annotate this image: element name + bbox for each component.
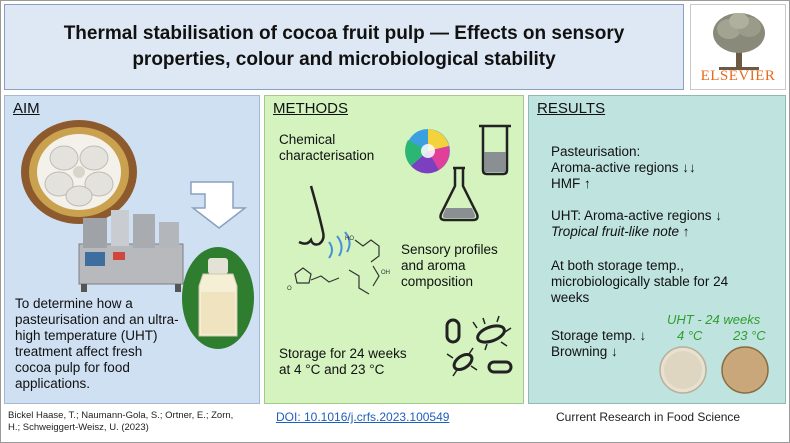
methods-panel: METHODS Chemical characterisation [264,95,524,404]
authors-line: H.; Schweiggert-Weisz, U. (2023) [8,422,149,433]
page-title: Thermal stabilisation of cocoa fruit pul… [44,21,645,73]
sensory-line: Sensory profiles [401,242,498,257]
uht-line: UHT: Aroma-active regions ↓ [551,208,723,223]
nose-icon [298,185,351,259]
results-panel: RESULTS Pasteurisation: Aroma-active reg… [528,95,786,404]
svg-text:OH: OH [381,270,390,276]
sensory-line: composition [401,274,474,289]
pulp-bottle-image [182,247,254,349]
svg-text:O: O [287,286,292,292]
uht-24-weeks-label: UHT - 24 weeks [667,312,761,327]
stability-line: microbiologically stable for 24 [551,274,729,289]
stability-line: At both storage temp., [551,258,684,273]
journal-name: Current Research in Food Science [556,410,741,424]
arrow-down-icon [190,181,248,229]
stability-line: weeks [551,290,590,305]
past-line: Aroma-active regions ↓↓ [551,160,696,175]
elsevier-tree-icon [713,13,765,70]
temp-line: Storage temp. ↓ [551,328,647,343]
aim-line: cocoa pulp for food [15,360,130,375]
processing-plant-image [78,210,184,292]
authors-citation: Bickel Haase, T.; Naumann-Gola, S.; Ortn… [8,410,258,434]
chem-line: Chemical [279,132,336,147]
title-line-1: Thermal stabilisation of cocoa fruit pul… [63,23,625,44]
aim-line: pasteurisation and an ultra- [15,312,179,327]
aim-text: To determine how a pasteurisation and an… [15,296,179,392]
aim-line: treatment affect fresh [15,344,143,359]
publisher-logo: ELSEVIER [690,4,786,90]
methods-heading: METHODS [273,100,348,117]
browning-results: Storage temp. ↓ Browning ↓ [551,328,646,360]
uht-line-italic: Tropical fruit-like note ↑ [551,224,690,239]
storage-method-line: at 4 °C and 23 °C [279,362,385,377]
aim-line: applications. [15,376,91,391]
svg-text:HO: HO [345,236,354,242]
temp-23-label: 23 °C [733,328,766,343]
aim-panel: AIM To determine how a pa [4,95,260,404]
past-line: Pasteurisation: [551,144,641,159]
temp-4-label: 4 °C [677,328,703,343]
color-wheel-icon [405,129,450,174]
sensory-line: and aroma [401,258,466,273]
storage-method-label: Storage for 24 weeks at 4 °C and 23 °C [279,346,407,378]
authors-line: Bickel Haase, T.; Naumann-Gola, S.; Ortn… [8,410,234,421]
sample-dish-icon [659,346,707,394]
aim-heading: AIM [13,100,40,117]
chemical-characterisation-label: Chemical characterisation [279,132,374,164]
uht-results: UHT: Aroma-active regions ↓ Tropical fru… [551,208,722,240]
flask-icon [439,166,479,222]
cocoa-fruit-image [21,120,137,224]
results-heading: RESULTS [537,100,606,117]
storage-stability-results: At both storage temp., microbiologically… [551,258,728,306]
sample-dish-icon [721,346,769,394]
pasteurisation-results: Pasteurisation: Aroma-active regions ↓↓ … [551,144,696,192]
chem-line: characterisation [279,148,375,163]
sensory-profiles-label: Sensory profiles and aroma composition [401,242,498,290]
storage-method-line: Storage for 24 weeks [279,346,407,361]
header: Thermal stabilisation of cocoa fruit pul… [4,4,684,90]
molecule-icon: O HO OH [287,236,390,295]
doi-link[interactable]: DOI: 10.1016/j.crfs.2023.100549 [276,410,450,424]
beaker-icon [479,124,511,176]
microbe-icon [445,315,513,377]
aim-line: To determine how a [15,296,133,311]
title-line-2: properties, colour and microbiological s… [132,49,556,70]
past-line: HMF ↑ [551,176,591,191]
temp-line: Browning ↓ [551,344,618,359]
aim-line: high temperature (UHT) [15,328,158,343]
logo-text: ELSEVIER [700,68,776,84]
